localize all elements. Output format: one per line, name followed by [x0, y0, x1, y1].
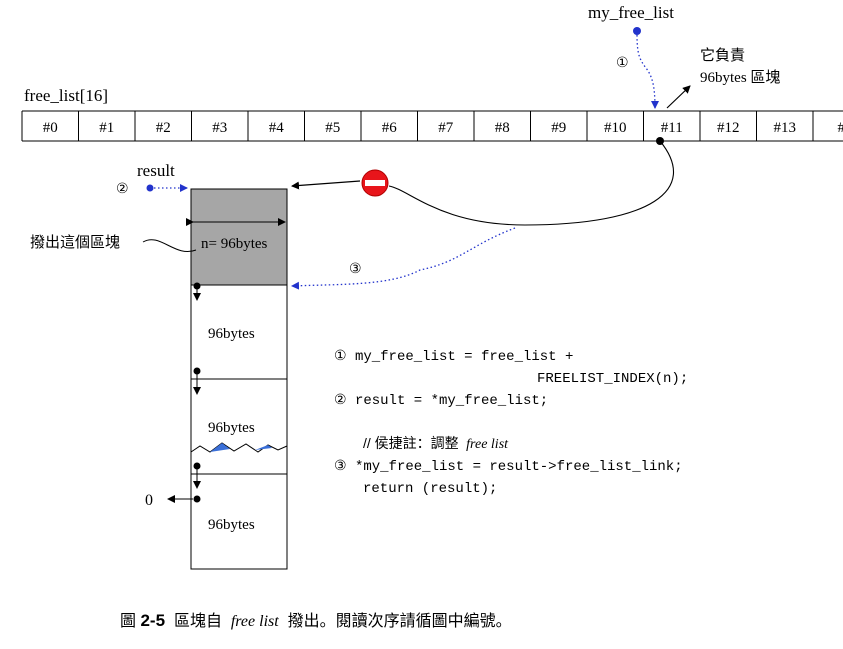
responsible-label-2: 96bytes 區塊 [700, 69, 780, 86]
extract-block-pointer [142, 239, 197, 253]
code-line-3: ③ *my_free_list = result->free_list_link… [334, 459, 683, 475]
caption-italic: free list [230, 613, 279, 630]
marker-3: ③ [349, 260, 362, 276]
code-line-4: return (result); [363, 481, 497, 497]
caption-text-a: 區塊自 [173, 613, 222, 630]
null-label: 0 [145, 492, 153, 509]
comment-prefix: // 侯捷註：調整 [363, 435, 459, 451]
code-line-1: ① my_free_list = free_list + [334, 349, 573, 365]
stop-icon [361, 169, 389, 197]
cell-label-4: #4 [269, 120, 285, 136]
removed-link-arrow [291, 180, 361, 190]
free-list-array: #0 #1 #2 #3 #4 #5 #6 #7 #8 #9 #10 #11 #12 #13 # [21, 110, 843, 142]
caption-text-b: 撥出。閱讀次序請循圖中編號。 [287, 613, 512, 630]
marker-2: ② [116, 180, 129, 196]
responsible-pointer [666, 85, 691, 109]
cell-label-0: #0 [43, 120, 58, 136]
block-column [190, 284, 288, 570]
extract-block-label: 撥出這個區塊 [30, 234, 120, 251]
old-link-curve [388, 140, 674, 226]
result-dot [146, 184, 154, 192]
cell-label-8: #8 [495, 120, 510, 136]
cell-11-dot [656, 137, 664, 145]
code-line-1b: FREELIST_INDEX(n); [537, 371, 688, 387]
responsible-label-1: 它負責 [700, 46, 745, 64]
cell-label-7: #7 [438, 120, 454, 136]
my-free-list-dot [633, 27, 641, 35]
free-list-array-label: free_list[16] [24, 86, 108, 105]
link-pointers [167, 282, 201, 503]
code-comment: // 侯捷註：調整 free list [363, 435, 509, 452]
marker-1: ① [616, 54, 629, 70]
break-line [190, 442, 288, 453]
block-label-2: 96bytes [208, 420, 255, 436]
pointer-1-arrow [636, 34, 659, 109]
result-label: result [137, 161, 175, 180]
caption-prefix: 圖 [120, 613, 137, 630]
cell-label-13: #13 [774, 120, 797, 136]
comment-italic: free list [466, 437, 509, 452]
code-line-2: ② result = *my_free_list; [334, 393, 548, 409]
figure-caption: 圖 2-5 區塊自 free list 撥出。閱讀次序請循圖中編號。 [120, 607, 512, 631]
block-label-1: 96bytes [208, 326, 255, 342]
cell-label-3: #3 [212, 120, 227, 136]
free-list-diagram: my_free_list ① 它負責 96bytes 區塊 free_list[… [21, 3, 843, 570]
cell-label-2: #2 [156, 120, 171, 136]
figure-number: 2-5 [140, 611, 166, 630]
my-free-list-label: my_free_list [588, 3, 674, 22]
block-label-3: 96bytes [208, 517, 255, 533]
pointer-3-arrow [291, 227, 516, 290]
cell-label-6: #6 [382, 120, 398, 136]
cell-label-11: #11 [661, 120, 683, 136]
code-snippet: ① my_free_list = free_list + FREELIST_IN… [334, 349, 688, 497]
cell-label-14: # [838, 120, 843, 136]
cell-label-5: #5 [325, 120, 340, 136]
cell-label-10: #10 [604, 120, 627, 136]
cell-label-12: #12 [717, 120, 740, 136]
cell-label-1: #1 [99, 120, 114, 136]
block-size-label: n= 96bytes [201, 236, 268, 252]
cell-label-9: #9 [551, 120, 566, 136]
